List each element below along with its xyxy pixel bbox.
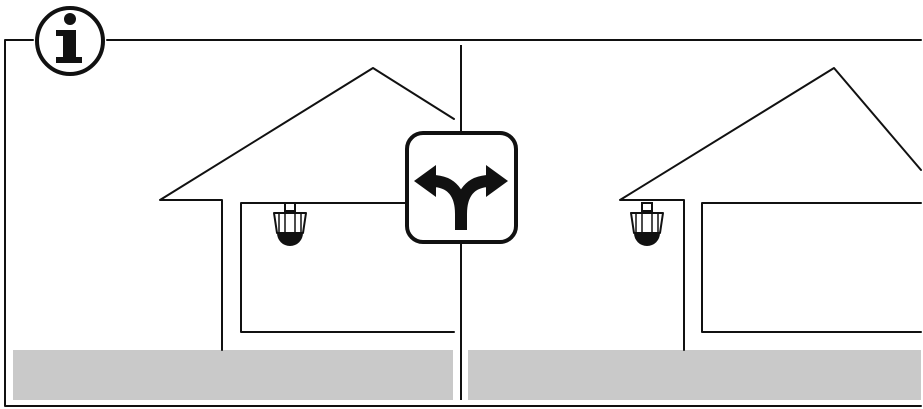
- left-ground-band: [13, 350, 453, 400]
- dome-camera-icon: [273, 202, 307, 246]
- right-panel: [468, 67, 922, 400]
- right-house: [619, 67, 922, 351]
- fork-arrow-icon: [405, 131, 518, 244]
- left-panel: [13, 67, 455, 400]
- dome-camera-icon: [630, 202, 664, 246]
- info-icon: i: [35, 6, 105, 76]
- left-house: [159, 67, 455, 351]
- outer-frame: [4, 39, 922, 407]
- right-ground-band: [468, 350, 921, 400]
